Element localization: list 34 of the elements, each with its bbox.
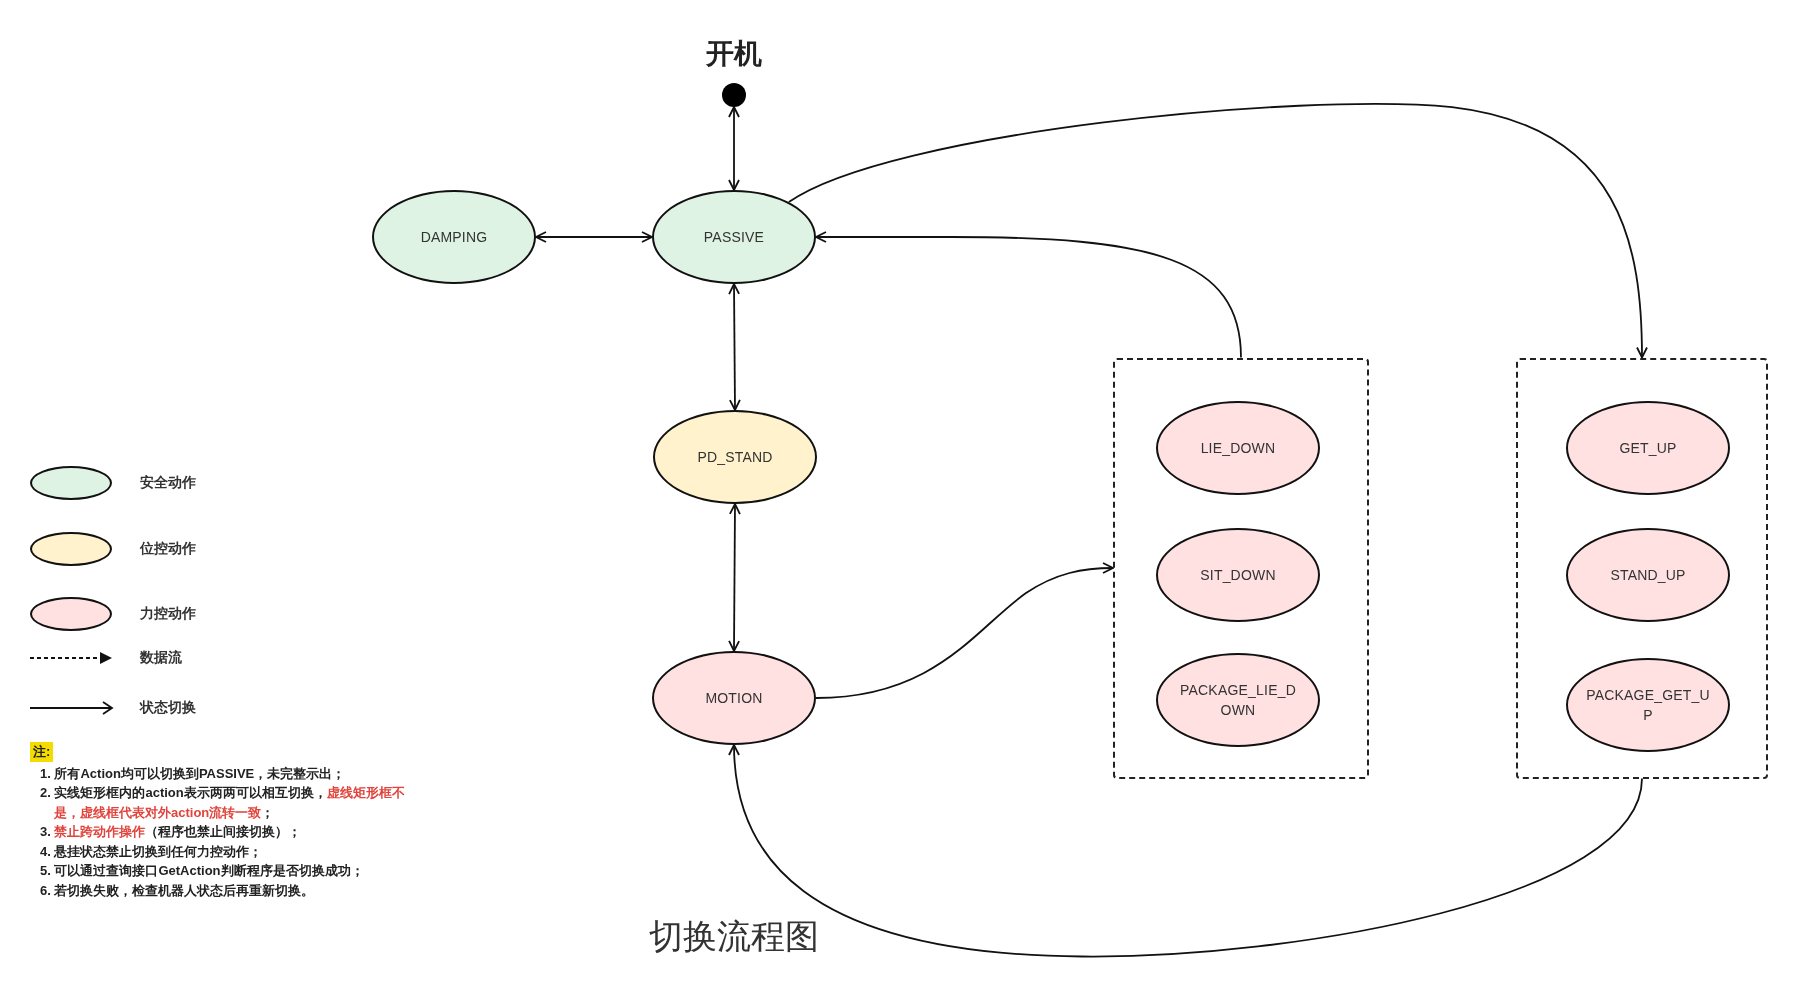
state-label: LIE_DOWN [1200, 438, 1276, 458]
group-box [1516, 357, 1768, 779]
legend-label: 数据流 [140, 649, 182, 667]
transition-arrow [728, 744, 1643, 958]
state-label: GET_UP [1619, 438, 1677, 458]
note-text: 4. 悬挂状态禁止切换到任何力控动作； [39, 842, 264, 861]
note-heading: 注: [30, 742, 54, 762]
note-text: 6. 若切换失败，检查机器人状态后再重新切换。 [39, 881, 316, 900]
state-label: PACKAGE_GET_UP [1586, 685, 1710, 725]
transition-arrow [787, 103, 1648, 359]
diagram-caption: 切换流程图 [648, 916, 820, 957]
note-text: 2. 实线矩形框内的action表示两两可以相互切换，虚线矩形框不是，虚线框代表对外action流转一致； [39, 784, 406, 822]
transition-arrow [535, 231, 653, 243]
note-text: 1. 所有Action均可以切换到PASSIVE，未完整示出； [39, 764, 347, 783]
state-label: PACKAGE_LIE_DOWN [1179, 680, 1297, 720]
legend-label: 位控动作 [140, 540, 196, 558]
state-label: SIT_DOWN [1200, 565, 1276, 585]
transition-arrow [728, 503, 741, 652]
legend-label: 状态切换 [140, 699, 196, 717]
start-label: 开机 [706, 37, 762, 71]
legend-label: 安全动作 [140, 474, 196, 492]
state-label: MOTION [705, 688, 763, 708]
transition-arrow [728, 106, 740, 191]
note-text: 3. 禁止跨动作操作（程序也禁止间接切换）； [39, 823, 303, 841]
group-box [1113, 357, 1369, 779]
transition-arrow [728, 283, 741, 411]
transition-arrow [815, 562, 1114, 699]
state-label: DAMPING [420, 227, 488, 247]
legend-label: 力控动作 [140, 605, 196, 623]
transition-arrow [815, 231, 1242, 359]
state-label: PD_STAND [697, 447, 773, 467]
state-label: PASSIVE [703, 227, 765, 247]
note-text: 5. 可以通过查询接口GetAction判断程序是否切换成功； [39, 862, 365, 880]
state-label: STAND_UP [1610, 565, 1686, 585]
